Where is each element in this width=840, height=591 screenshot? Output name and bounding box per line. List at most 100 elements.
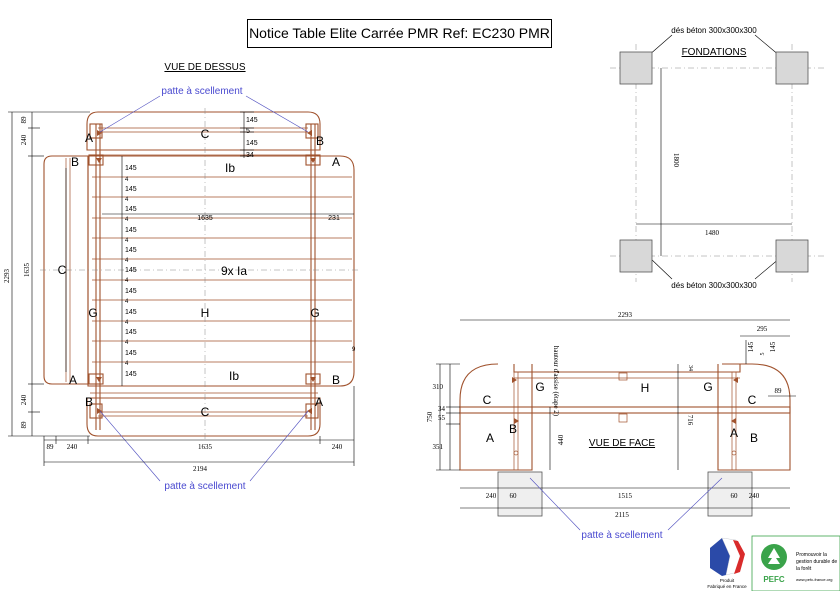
front-bottom-dims: 240 60 1515 60 240 2115 (460, 487, 790, 519)
gap-dim-3: 4 (125, 217, 129, 223)
pefc-name: PEFC (763, 575, 785, 584)
dim-2194: 2194 (193, 465, 208, 473)
made-in-france-logo: Produit Fabriqué en France (707, 537, 747, 589)
front-dim-750: 750 (426, 411, 434, 422)
front-dim-440: 440 (557, 434, 565, 445)
top-label-ia: 9x Ia (221, 264, 247, 278)
front-left-dims: 310 750 34 55 351 (426, 363, 460, 471)
top-view-heading: VUE DE DESSUS (164, 62, 245, 73)
top-label-b1: B (316, 134, 324, 148)
front-dim-145a: 145 (747, 341, 755, 352)
front-dim-60-left: 60 (510, 492, 518, 500)
dim-1800: 1800 (672, 153, 680, 168)
front-dim-2115: 2115 (615, 511, 629, 519)
front-dim-2293: 2293 (618, 311, 633, 319)
dim-89-bottom-h: 89 (47, 443, 55, 451)
block-label-top: dés béton 300x300x300 (671, 26, 757, 35)
top-view-bottom-dims: 89 240 1635 240 2194 (43, 386, 355, 473)
board-dim-3: 145 (125, 206, 137, 213)
board-width-dims: 145 4 145 4 145 4 145 4 145 4 145 4 145 … (121, 156, 137, 386)
top-view: VUE DE DESSUS (3, 62, 360, 492)
pefc-text-1: Promouvoir la (796, 552, 827, 558)
front-dim-34-right: 34 (687, 365, 693, 371)
pefc-text-2: gestion durable de (796, 559, 837, 565)
front-dim-89: 89 (775, 387, 783, 395)
pefc-text-3: la forêt (796, 566, 812, 572)
front-label-g2: G (703, 380, 712, 394)
top-label-b3: B (332, 373, 340, 387)
front-dim-1515: 1515 (618, 492, 633, 500)
front-label-b2: B (750, 431, 758, 445)
dim-inner-231: 231 (328, 215, 340, 222)
front-dim-351: 351 (433, 443, 444, 451)
front-label-h: H (641, 381, 650, 395)
top-label-g1: G (88, 306, 97, 320)
top-label-c2: C (201, 405, 210, 419)
dim-240-bottom-left: 240 (67, 443, 78, 451)
dim-240-bottom: 240 (20, 394, 28, 405)
dim-9: 9 (352, 347, 356, 353)
left-side-bench (43, 155, 89, 385)
foundations-view: FONDATIONS dés béton 300x300x300 dés bét… (610, 26, 826, 290)
top-label-b2: B (71, 155, 79, 169)
top-label-a1: A (85, 131, 93, 145)
front-dim-295: 295 (757, 325, 768, 333)
front-view: VUE DE FACE 2293 G H G C C A B (426, 311, 796, 541)
bottom-bench-outline (86, 397, 321, 437)
dim-1635-bottom: 1635 (198, 443, 213, 451)
dim-145-a: 145 (246, 117, 258, 124)
dim-34: 34 (246, 152, 254, 159)
front-dim-5: 5 (760, 353, 766, 356)
top-label-c1: C (201, 127, 210, 141)
front-right-frame (717, 363, 791, 471)
top-view-top-dims: 145 5 145 34 (240, 111, 258, 159)
front-seat-boards (459, 406, 791, 414)
dim-2293-left: 2293 (3, 269, 11, 284)
board-dim-11: 145 (125, 371, 137, 378)
board-dim-4: 145 (125, 227, 137, 234)
dim-1480: 1480 (705, 229, 720, 237)
table-top-boards (87, 155, 355, 387)
top-view-left-dims: 240 89 2293 1635 240 89 (3, 111, 90, 437)
front-dim-55: 55 (438, 414, 446, 422)
front-view-heading: VUE DE FACE (589, 438, 655, 449)
front-anchor-label: patte à scellement (581, 530, 662, 541)
top-label-c-left: C (58, 263, 67, 277)
front-label-g1: G (535, 380, 544, 394)
foundations-heading: FONDATIONS (682, 47, 747, 58)
front-dim-60-right: 60 (731, 492, 739, 500)
top-label-ib2: Ib (229, 369, 239, 383)
seat-height-note: hauteur d'assise (étape 2) (552, 346, 560, 417)
gap-dim-7: 4 (125, 299, 129, 305)
front-table-beam (513, 364, 741, 373)
top-label-a3: A (69, 373, 77, 387)
dim-inner-1635: 1635 (197, 215, 213, 222)
gap-dim-10: 4 (125, 361, 129, 367)
dim-89-bottom: 89 (20, 421, 28, 429)
top-label-h: H (201, 306, 210, 320)
concrete-block-bl (619, 239, 653, 273)
top-anchor-label-bottom: patte à scellement (164, 481, 245, 492)
front-dim-310: 310 (433, 383, 444, 391)
front-dim-145b: 145 (769, 341, 777, 352)
block-label-bottom: dés béton 300x300x300 (671, 281, 757, 290)
board-dim-7: 145 (125, 288, 137, 295)
gap-dim-6: 4 (125, 278, 129, 284)
concrete-block-tr (775, 51, 809, 85)
dim-1635-left: 1635 (23, 263, 31, 278)
dim-5: 5 (246, 128, 250, 135)
gap-dim-4: 4 (125, 238, 129, 244)
board-dim-2: 145 (125, 186, 137, 193)
france-logo-line2: Fabriqué en France (707, 584, 747, 589)
front-left-frame (459, 363, 533, 471)
top-anchor-label: patte à scellement (161, 86, 242, 97)
drawing-title: Notice Table Elite Carrée PMR Ref: EC230… (247, 19, 552, 48)
dim-89-top: 89 (20, 116, 28, 124)
board-dim-10: 145 (125, 350, 137, 357)
board-dim-9: 145 (125, 329, 137, 336)
top-label-ib1: Ib (225, 161, 235, 175)
front-concrete-left (497, 471, 543, 517)
top-label-b4: B (85, 395, 93, 409)
front-center-cleat (618, 372, 628, 381)
